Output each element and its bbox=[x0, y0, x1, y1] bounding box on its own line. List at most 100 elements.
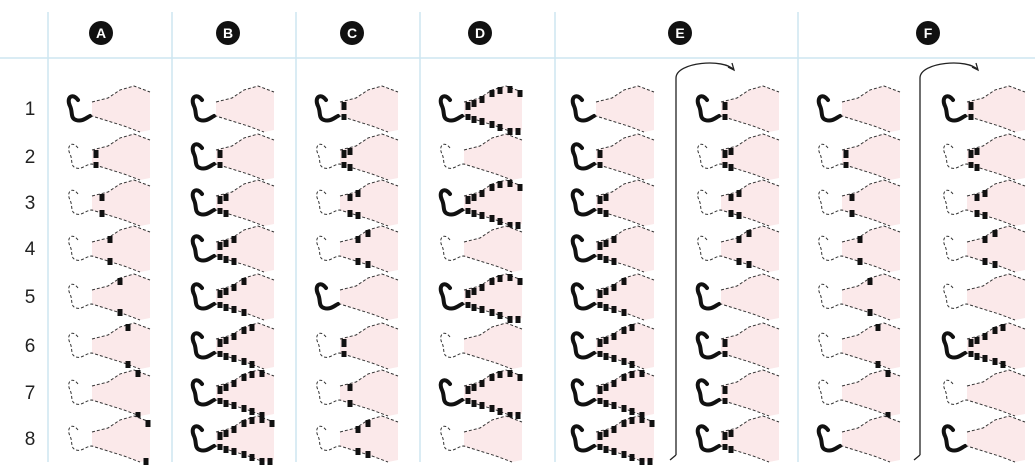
foot-chamber-active bbox=[698, 380, 719, 404]
foot-chamber-active bbox=[193, 96, 214, 120]
leg-icon-b-row-4 bbox=[193, 226, 274, 272]
leg-icon-f2-row-4 bbox=[944, 226, 1025, 272]
badge-letter: D bbox=[475, 25, 485, 41]
foot-chamber-active bbox=[698, 284, 719, 308]
leg-icon-e2-row-2 bbox=[698, 134, 779, 180]
leg-icon-e2-row-7 bbox=[698, 370, 779, 416]
leg-icon-a-row-6 bbox=[69, 323, 150, 369]
leg-icon-e1-row-8 bbox=[573, 416, 654, 465]
column-badge-c: C bbox=[340, 21, 364, 45]
row-label-1: 1 bbox=[25, 99, 36, 120]
leg-icon-a-row-3 bbox=[69, 180, 150, 226]
leg-icon-d-row-6 bbox=[441, 323, 522, 369]
leg-icon-f1-row-1 bbox=[819, 86, 900, 132]
foot-chamber-active bbox=[819, 96, 840, 120]
leg-icon-a-row-4 bbox=[69, 226, 150, 272]
foot-chamber-active bbox=[573, 190, 594, 214]
leg-icon-a-row-8 bbox=[69, 416, 150, 465]
foot-chamber-active bbox=[193, 144, 214, 168]
badge-letter: B bbox=[223, 25, 233, 41]
leg-icon-f1-row-4 bbox=[819, 226, 900, 272]
foot-chamber-active bbox=[573, 426, 594, 450]
leg-icon-f2-row-1 bbox=[944, 86, 1025, 132]
leg-icon-d-row-8 bbox=[441, 416, 522, 462]
leg-icon-d-row-3 bbox=[441, 180, 522, 229]
leg-icon-b-row-8 bbox=[193, 416, 274, 465]
row-label-6: 6 bbox=[25, 336, 36, 357]
foot-chamber-active bbox=[573, 284, 594, 308]
leg-icon-c-row-7 bbox=[317, 370, 398, 416]
leg-icon-c-row-5 bbox=[317, 274, 398, 320]
loop-tail bbox=[914, 455, 920, 460]
leg-icon-f1-row-2 bbox=[819, 134, 900, 180]
foot-chamber-active bbox=[69, 96, 90, 120]
row-label-2: 2 bbox=[25, 147, 36, 168]
badge-letter: F bbox=[924, 25, 933, 41]
foot-chamber-active bbox=[573, 380, 594, 404]
foot-chamber-active bbox=[698, 426, 719, 450]
foot-chamber-active bbox=[441, 190, 462, 214]
leg-icon-e2-row-3 bbox=[698, 180, 779, 226]
foot-chamber-active bbox=[317, 96, 338, 120]
row-label-5: 5 bbox=[25, 287, 36, 308]
foot-chamber-active bbox=[441, 284, 462, 308]
leg-icon-d-row-4 bbox=[441, 226, 522, 272]
foot-chamber-active bbox=[193, 333, 214, 357]
leg-icon-e1-row-2 bbox=[573, 134, 654, 180]
foot-chamber-active bbox=[698, 333, 719, 357]
leg-icon-b-row-2 bbox=[193, 134, 274, 180]
foot-chamber-active bbox=[944, 426, 965, 450]
leg-icon-e1-row-3 bbox=[573, 180, 654, 226]
leg-icon-c-row-4 bbox=[317, 226, 398, 272]
row-label-8: 8 bbox=[25, 429, 36, 450]
leg-icon-c-row-8 bbox=[317, 416, 398, 462]
leg-icon-f1-row-6 bbox=[819, 323, 900, 369]
leg-icon-b-row-3 bbox=[193, 180, 274, 226]
foot-chamber-active bbox=[573, 333, 594, 357]
leg-icon-e1-row-5 bbox=[573, 274, 654, 320]
leg-icon-a-row-7 bbox=[69, 370, 150, 419]
leg-icon-e1-row-1 bbox=[573, 86, 654, 132]
foot-chamber-active bbox=[441, 380, 462, 404]
foot-chamber-active bbox=[193, 380, 214, 404]
row-label-3: 3 bbox=[25, 193, 36, 214]
foot-chamber-active bbox=[573, 96, 594, 120]
leg-icon-f2-row-2 bbox=[944, 134, 1025, 180]
leg-icon-b-row-6 bbox=[193, 323, 274, 369]
foot-chamber-active bbox=[944, 333, 965, 357]
leg-icon-c-row-6 bbox=[317, 323, 398, 369]
leg-icon-c-row-2 bbox=[317, 134, 398, 180]
leg-icon-a-row-1 bbox=[69, 86, 150, 132]
foot-chamber-active bbox=[193, 426, 214, 450]
loop-tail bbox=[670, 455, 676, 460]
leg-icon-d-row-2 bbox=[441, 134, 522, 180]
foot-chamber-active bbox=[698, 96, 719, 120]
leg-icon-e2-row-8 bbox=[698, 416, 779, 462]
leg-icon-f2-row-7 bbox=[944, 370, 1025, 416]
leg-icon-e1-row-7 bbox=[573, 370, 654, 419]
foot-chamber-active bbox=[573, 144, 594, 168]
foot-chamber-active bbox=[193, 190, 214, 214]
leg-icon-b-row-5 bbox=[193, 274, 274, 320]
leg-icon-a-row-5 bbox=[69, 274, 150, 320]
leg-icon-e2-row-5 bbox=[698, 274, 779, 320]
foot-chamber-active bbox=[193, 236, 214, 260]
leg-icon-c-row-1 bbox=[317, 86, 398, 132]
column-badge-f: F bbox=[916, 21, 940, 45]
column-badge-d: D bbox=[468, 21, 492, 45]
badge-letter: E bbox=[675, 25, 684, 41]
leg-icon-f1-row-7 bbox=[819, 370, 900, 419]
leg-icon-f2-row-3 bbox=[944, 180, 1025, 226]
foot-chamber-active bbox=[944, 96, 965, 120]
leg-icon-a-row-2 bbox=[69, 134, 150, 180]
leg-icon-b-row-1 bbox=[193, 86, 274, 132]
foot-chamber-active bbox=[441, 96, 462, 120]
row-label-7: 7 bbox=[25, 383, 36, 404]
leg-icon-e2-row-1 bbox=[698, 86, 779, 132]
leg-icon-d-row-5 bbox=[441, 274, 522, 323]
foot-chamber-active bbox=[193, 284, 214, 308]
leg-icon-f1-row-5 bbox=[819, 274, 900, 320]
column-badge-e: E bbox=[668, 21, 692, 45]
